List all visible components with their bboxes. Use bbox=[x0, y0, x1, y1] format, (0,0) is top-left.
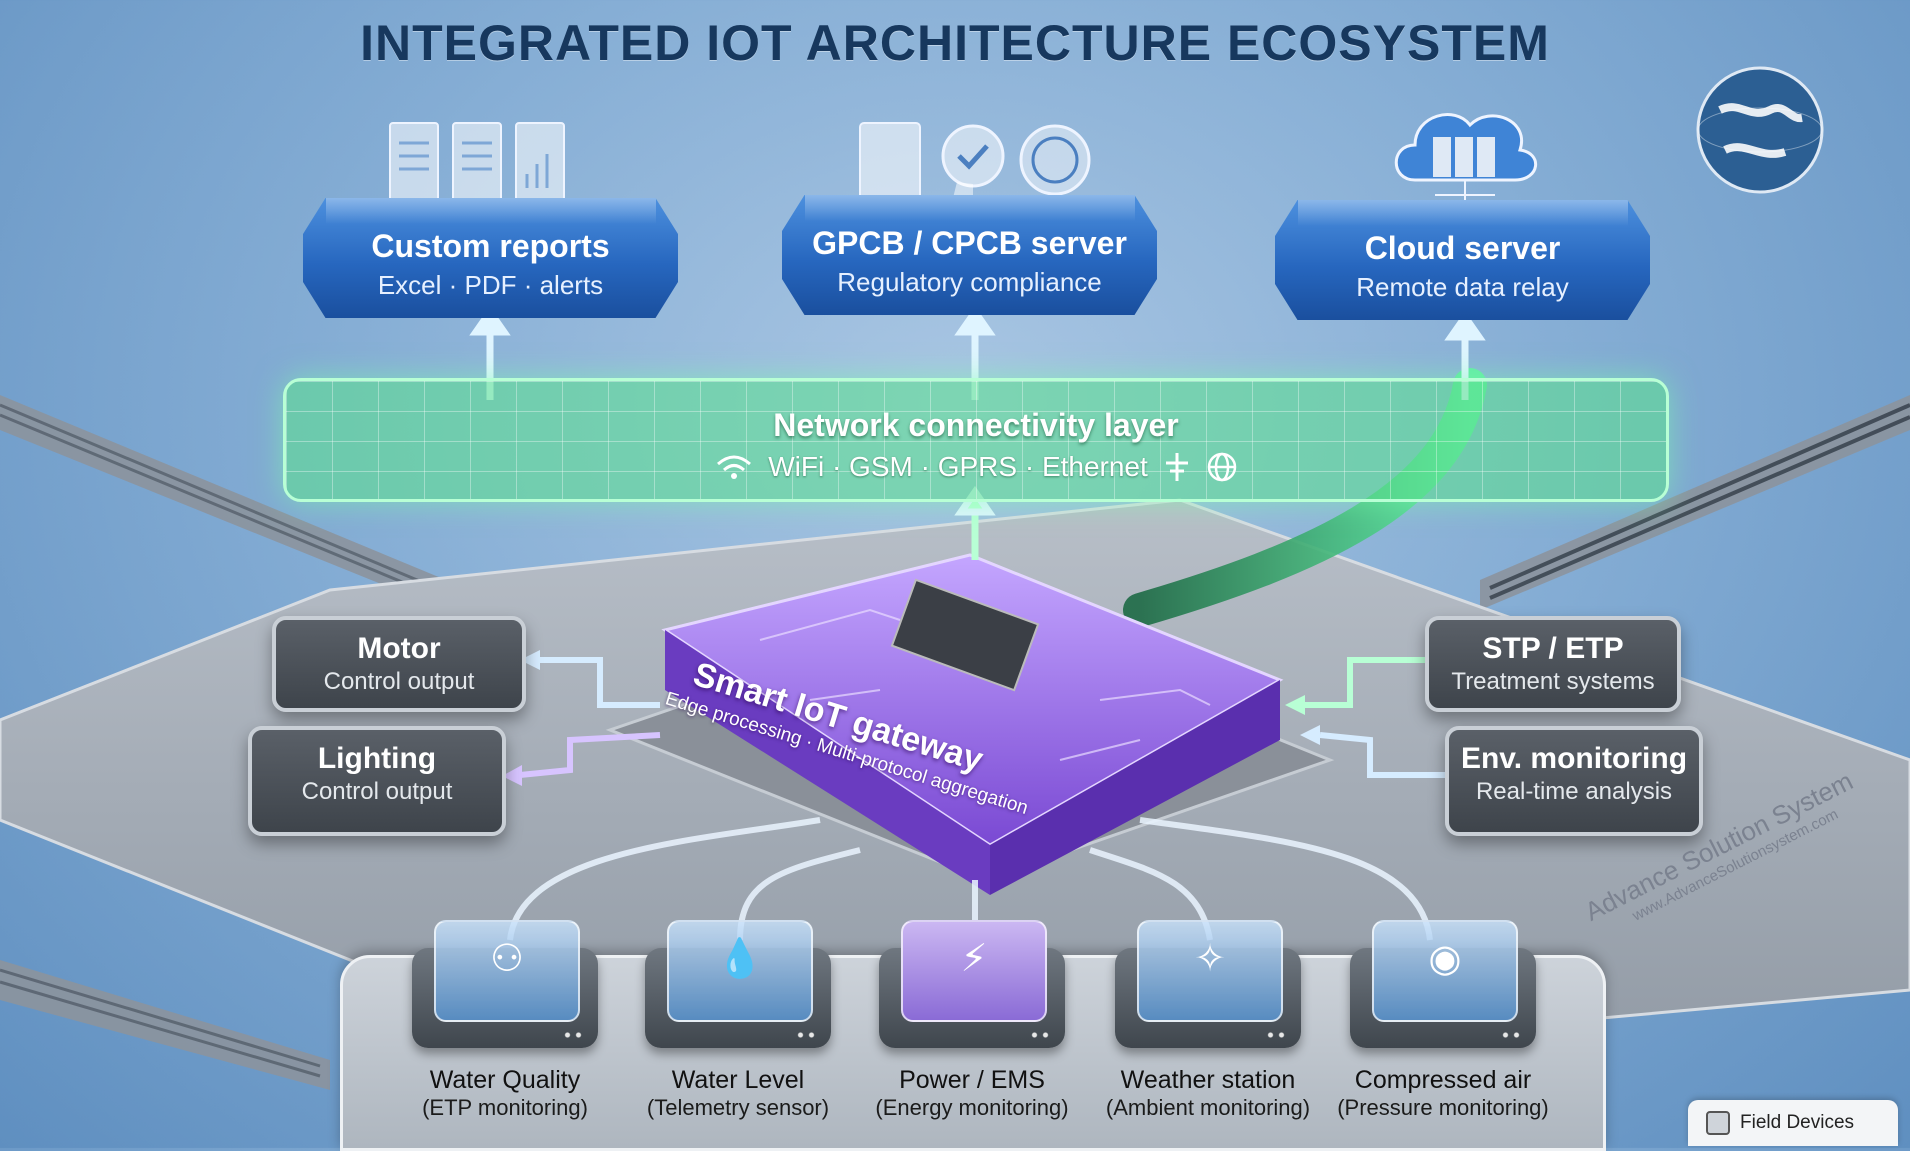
device-name: Compressed air bbox=[1354, 1066, 1532, 1094]
input-env-monitoring: Env. monitoring Real-time analysis bbox=[1445, 726, 1703, 836]
device-water-level: 💧 Water Level (Telemetry sensor) bbox=[628, 920, 848, 1121]
device-pad: 💧 bbox=[645, 920, 831, 1048]
device-water-quality: ⚇ Water Quality (ETP monitoring) bbox=[395, 920, 615, 1121]
device-power-ems: ⚡ Power / EMS (Energy monitoring) bbox=[862, 920, 1082, 1121]
server-sub: Remote data relay bbox=[1356, 272, 1569, 302]
status-dots bbox=[1029, 1032, 1051, 1038]
server-name: Cloud server bbox=[1364, 230, 1561, 266]
cable-tray-left bbox=[0, 395, 470, 1090]
power-chip-icon: ⚡ bbox=[901, 920, 1047, 1022]
antenna-icon bbox=[1165, 453, 1188, 481]
water-drop-icon: 💧 bbox=[667, 920, 813, 1022]
server-custom-reports: Custom reports Excel · PDF · alerts bbox=[303, 198, 678, 318]
status-dots bbox=[1500, 1032, 1522, 1038]
wifi-icon bbox=[717, 455, 752, 479]
device-sub: (Ambient monitoring) bbox=[1105, 1095, 1311, 1120]
device-sub: (Telemetry sensor) bbox=[646, 1095, 830, 1120]
network-protocols: WiFi · GSM · GPRS · Ethernet bbox=[768, 451, 1148, 482]
network-title: Network connectivity layer bbox=[773, 407, 1179, 443]
device-pad: ◉ bbox=[1350, 920, 1536, 1048]
side-connectors bbox=[502, 650, 1445, 786]
device-name: Power / EMS bbox=[899, 1066, 1045, 1094]
cable-tray-right bbox=[1480, 395, 1910, 610]
globe-icon bbox=[1207, 452, 1237, 482]
certificate-seal-icon bbox=[859, 122, 1091, 208]
network-protocol-row: WiFi · GSM · GPRS · Ethernet bbox=[286, 451, 1666, 483]
status-dots bbox=[795, 1032, 817, 1038]
server-name: GPCB / CPCB server bbox=[812, 225, 1127, 261]
network-connectivity-layer: Network connectivity layer WiFi · GSM · … bbox=[283, 378, 1669, 502]
panel-sub: Control output bbox=[323, 668, 475, 695]
server-top-highlight bbox=[804, 195, 1135, 221]
device-name: Water Quality bbox=[429, 1066, 581, 1094]
output-lighting: Lighting Control output bbox=[248, 726, 506, 836]
server-gpcb-cpcb: GPCB / CPCB server Regulatory compliance bbox=[782, 195, 1157, 315]
device-sub: (Pressure monitoring) bbox=[1337, 1095, 1549, 1120]
server-cloud: Cloud server Remote data relay bbox=[1275, 200, 1650, 320]
status-dots bbox=[562, 1032, 584, 1038]
panel-sub: Control output bbox=[301, 778, 453, 805]
device-sub: (ETP monitoring) bbox=[422, 1095, 588, 1120]
report-documents-icon bbox=[389, 122, 565, 204]
panel-name: Motor bbox=[357, 632, 441, 665]
server-name: Custom reports bbox=[371, 228, 610, 264]
panel-sub: Real-time analysis bbox=[1475, 778, 1673, 805]
globe-icon bbox=[1696, 66, 1824, 194]
server-sub: Excel · PDF · alerts bbox=[377, 270, 604, 300]
device-pad: ⚡ bbox=[879, 920, 1065, 1048]
panel-name: Lighting bbox=[317, 742, 437, 775]
input-stp-etp: STP / ETP Treatment systems bbox=[1425, 616, 1681, 712]
server-top-highlight bbox=[1297, 200, 1628, 226]
device-pad: ⚇ bbox=[412, 920, 598, 1048]
server-top-highlight bbox=[325, 198, 656, 224]
device-compressed-air: ◉ Compressed air (Pressure monitoring) bbox=[1333, 920, 1553, 1121]
panel-name: STP / ETP bbox=[1482, 632, 1624, 665]
device-name: Weather station bbox=[1120, 1066, 1296, 1094]
device-name: Water Level bbox=[671, 1066, 805, 1094]
status-dots bbox=[1265, 1032, 1287, 1038]
server-sub: Regulatory compliance bbox=[837, 267, 1102, 297]
output-motor: Motor Control output bbox=[272, 616, 526, 712]
cloud-server-icon bbox=[1394, 113, 1538, 210]
legend-swatch bbox=[1706, 1111, 1730, 1135]
device-pad: ✧ bbox=[1115, 920, 1301, 1048]
legend-field-devices: Field Devices bbox=[1688, 1100, 1898, 1146]
diagram-title: INTEGRATED IOT ARCHITECTURE ECOSYSTEM bbox=[360, 15, 1550, 71]
legend-label: Field Devices bbox=[1740, 1112, 1855, 1133]
gateway-chip bbox=[605, 553, 1335, 895]
water-quality-sensor-icon: ⚇ bbox=[434, 920, 580, 1022]
device-sub: (Energy monitoring) bbox=[875, 1095, 1069, 1120]
air-tank-icon: ◉ bbox=[1372, 920, 1518, 1022]
anemometer-icon: ✧ bbox=[1137, 920, 1283, 1022]
panel-sub: Treatment systems bbox=[1451, 668, 1655, 695]
panel-name: Env. monitoring bbox=[1460, 742, 1688, 775]
device-weather-station: ✧ Weather station (Ambient monitoring) bbox=[1098, 920, 1318, 1121]
